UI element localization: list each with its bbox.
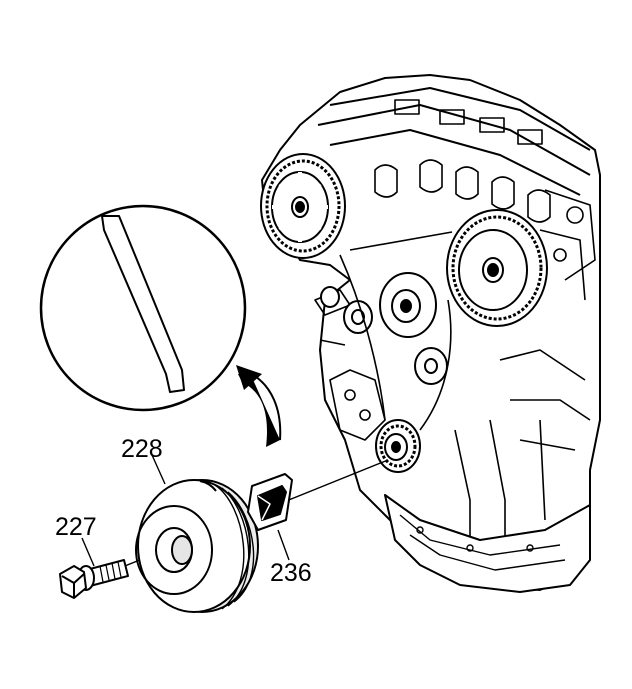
engine-assembly [261,74,601,593]
callout-leaders [81,454,290,567]
callout-228: 228 [121,435,163,463]
callout-227: 227 [55,513,97,541]
left-camshaft-sprocket [260,153,346,259]
magnified-detail-circle [39,204,247,412]
timing-chain-guides [339,231,453,431]
crankshaft-sprocket [375,419,421,473]
idler-pulleys [320,272,448,385]
callout-236: 236 [270,559,312,587]
crankshaft-key-washer [247,473,293,531]
key-detail-shape [101,215,185,393]
crankshaft-balancer-pulley [135,479,259,613]
crankshaft-balancer-bolt [59,559,129,599]
curved-arrow [236,365,282,447]
right-camshaft-sprocket [446,209,548,327]
